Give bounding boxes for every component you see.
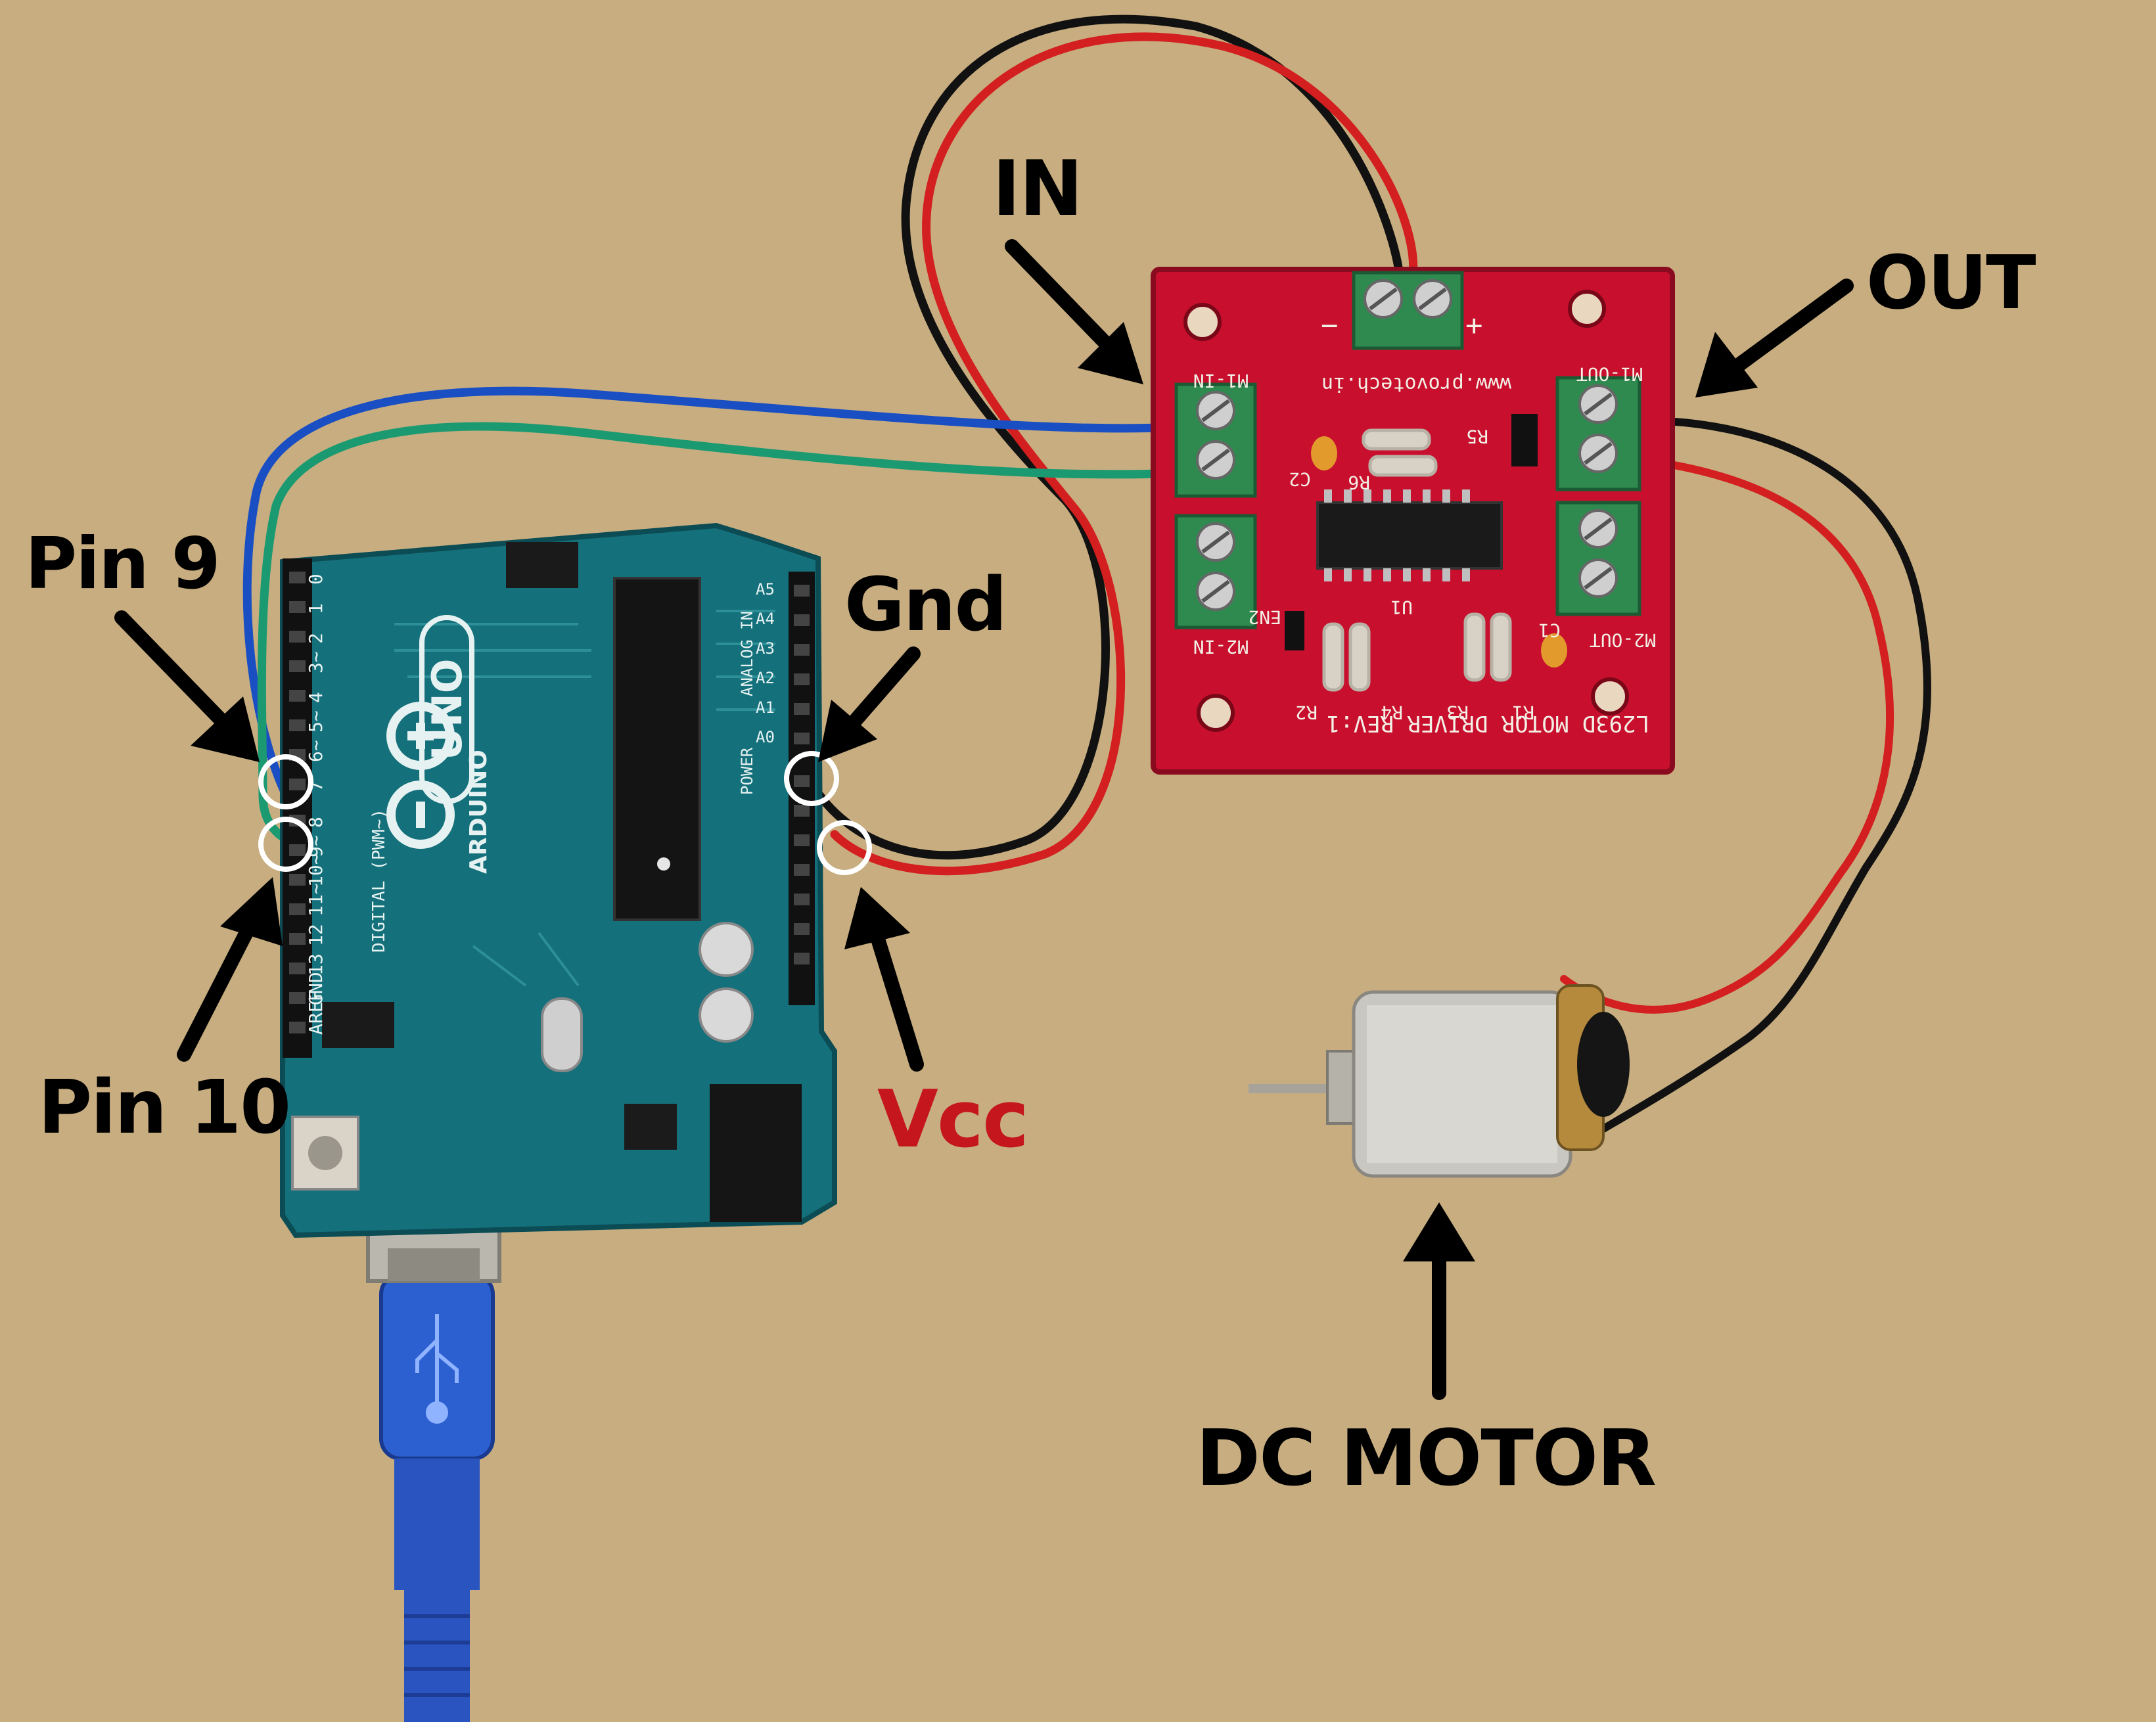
pin9-marker-circle <box>258 754 313 809</box>
gnd-marker-circle <box>784 751 839 806</box>
vcc-label: Vcc <box>877 1074 1029 1166</box>
l293d-driver-board: − + <box>1151 267 1675 775</box>
analog-pin-label: A2 <box>756 669 775 687</box>
en2-text: EN2 <box>1248 606 1281 628</box>
c1-text: C1 <box>1538 620 1561 641</box>
blue-signal-wire <box>242 386 1181 806</box>
in-arrow-icon <box>1005 239 1118 355</box>
r4-text: R4 <box>1381 702 1403 723</box>
gnd-label: Gnd <box>844 562 1007 648</box>
c2-text: C2 <box>1289 468 1311 490</box>
r5-text: R5 <box>1466 426 1488 447</box>
icsp-header-bottom <box>322 1002 394 1048</box>
m1-out-terminal-block <box>1555 376 1641 491</box>
usb-symbol-icon <box>415 1314 459 1424</box>
green-signal-wire <box>257 422 1181 846</box>
red-power-wire <box>830 32 1418 876</box>
driver-title-text: L293D MOTOR DRIVER REV:1 <box>1327 710 1649 736</box>
arduino-digital-label: DIGITAL (PWM~) <box>369 809 389 953</box>
red-motor-wire <box>1560 456 1894 1014</box>
m1-in-terminal-block <box>1174 382 1257 498</box>
pin10-label: Pin 10 <box>38 1065 291 1150</box>
jumper <box>1511 414 1538 466</box>
digital-pin-label: 2 <box>305 633 327 644</box>
crystal-oscillator <box>541 997 583 1072</box>
digital-pin-label: AREF <box>305 991 327 1035</box>
power-wires <box>810 14 1418 876</box>
r6-text: R6 <box>1348 472 1370 493</box>
digital-pin-label: GND <box>305 972 327 1005</box>
out-arrow-icon <box>1728 279 1854 375</box>
icsp-header-top <box>506 542 578 588</box>
l293d-ic <box>1316 501 1503 570</box>
digital-pin-label: 3~ <box>305 651 327 673</box>
digital-pin-label: 4 <box>305 692 327 703</box>
power-analog-header <box>789 572 815 1005</box>
analog-pin-label: A4 <box>756 610 775 628</box>
pin9-arrow-icon <box>114 610 237 736</box>
capacitor-c2 <box>1311 436 1337 470</box>
annotation-arrows <box>114 239 1854 1400</box>
power-plus-text: + <box>1465 309 1483 342</box>
digital-pin-label: 5~ <box>305 710 327 733</box>
u1-text: U1 <box>1390 597 1413 618</box>
r1-text: R1 <box>1512 702 1534 723</box>
arduino-power-label: POWER <box>738 747 756 795</box>
dc-power-jack <box>710 1084 802 1222</box>
in-label: IN <box>992 145 1083 233</box>
m2-out-terminal-block <box>1555 501 1641 616</box>
m1-out-text: M1-OUT <box>1576 363 1643 385</box>
arduino-model-text: UNO <box>423 659 471 761</box>
m2-out-text: M2-OUT <box>1590 629 1656 651</box>
arduino-analog-label: ANALOG IN <box>738 611 756 696</box>
power-terminal-block <box>1352 271 1464 350</box>
digital-pin-label: 11~ <box>305 883 327 917</box>
arduino-brand-text: ARDUINO <box>465 750 492 874</box>
r3-text: R3 <box>1446 702 1469 723</box>
digital-pin-label: 6~ <box>305 740 327 762</box>
digital-pin-label: 0 <box>305 574 327 585</box>
analog-pin-label: A1 <box>756 698 775 717</box>
en2-header <box>1285 611 1304 650</box>
r2-text: R2 <box>1295 702 1318 723</box>
arduino-uno-board: UNO ARDUINO DIGITAL (PWM~) ANALOG IN POW… <box>280 522 837 1238</box>
pin-marker-circles <box>258 751 872 875</box>
vcc-marker-circle <box>817 820 872 875</box>
out-label: OUT <box>1866 240 2036 326</box>
power-minus-text: − <box>1321 309 1339 342</box>
digital-pin-label: 8 <box>305 817 327 828</box>
digital-pin-label: 13 <box>305 953 327 976</box>
vcc-arrow-icon <box>867 919 924 1072</box>
black-motor-wire <box>1586 417 1931 1141</box>
analog-pin-label: A0 <box>756 728 775 746</box>
dc-motor <box>1249 984 1630 1178</box>
black-power-wire <box>810 14 1404 860</box>
analog-pin-label: A3 <box>756 639 775 658</box>
m2-in-terminal-block <box>1174 514 1257 629</box>
digital-pin-label: 12 <box>305 924 327 946</box>
digital-pin-label: 1 <box>305 603 327 614</box>
capacitor-c1 <box>1541 633 1567 668</box>
gnd-arrow-icon <box>840 646 921 736</box>
signal-wires <box>242 386 1181 846</box>
pin9-label: Pin 9 <box>25 523 221 605</box>
usb-cable <box>366 1128 501 1722</box>
atmega-chip <box>613 577 701 921</box>
analog-pin-label: A5 <box>756 580 775 599</box>
resistors <box>1322 428 1512 692</box>
electrolytic-capacitors <box>699 922 754 1043</box>
pin10-marker-circle <box>258 817 313 872</box>
dc-motor-label: DC MOTOR <box>1196 1413 1657 1503</box>
m2-in-text: M2-IN <box>1193 636 1249 658</box>
driver-website-text: www.provotech.in <box>1321 373 1511 396</box>
pin10-arrow-icon <box>177 906 264 1062</box>
m1-in-text: M1-IN <box>1193 370 1249 392</box>
motor-wires <box>1560 417 1931 1141</box>
